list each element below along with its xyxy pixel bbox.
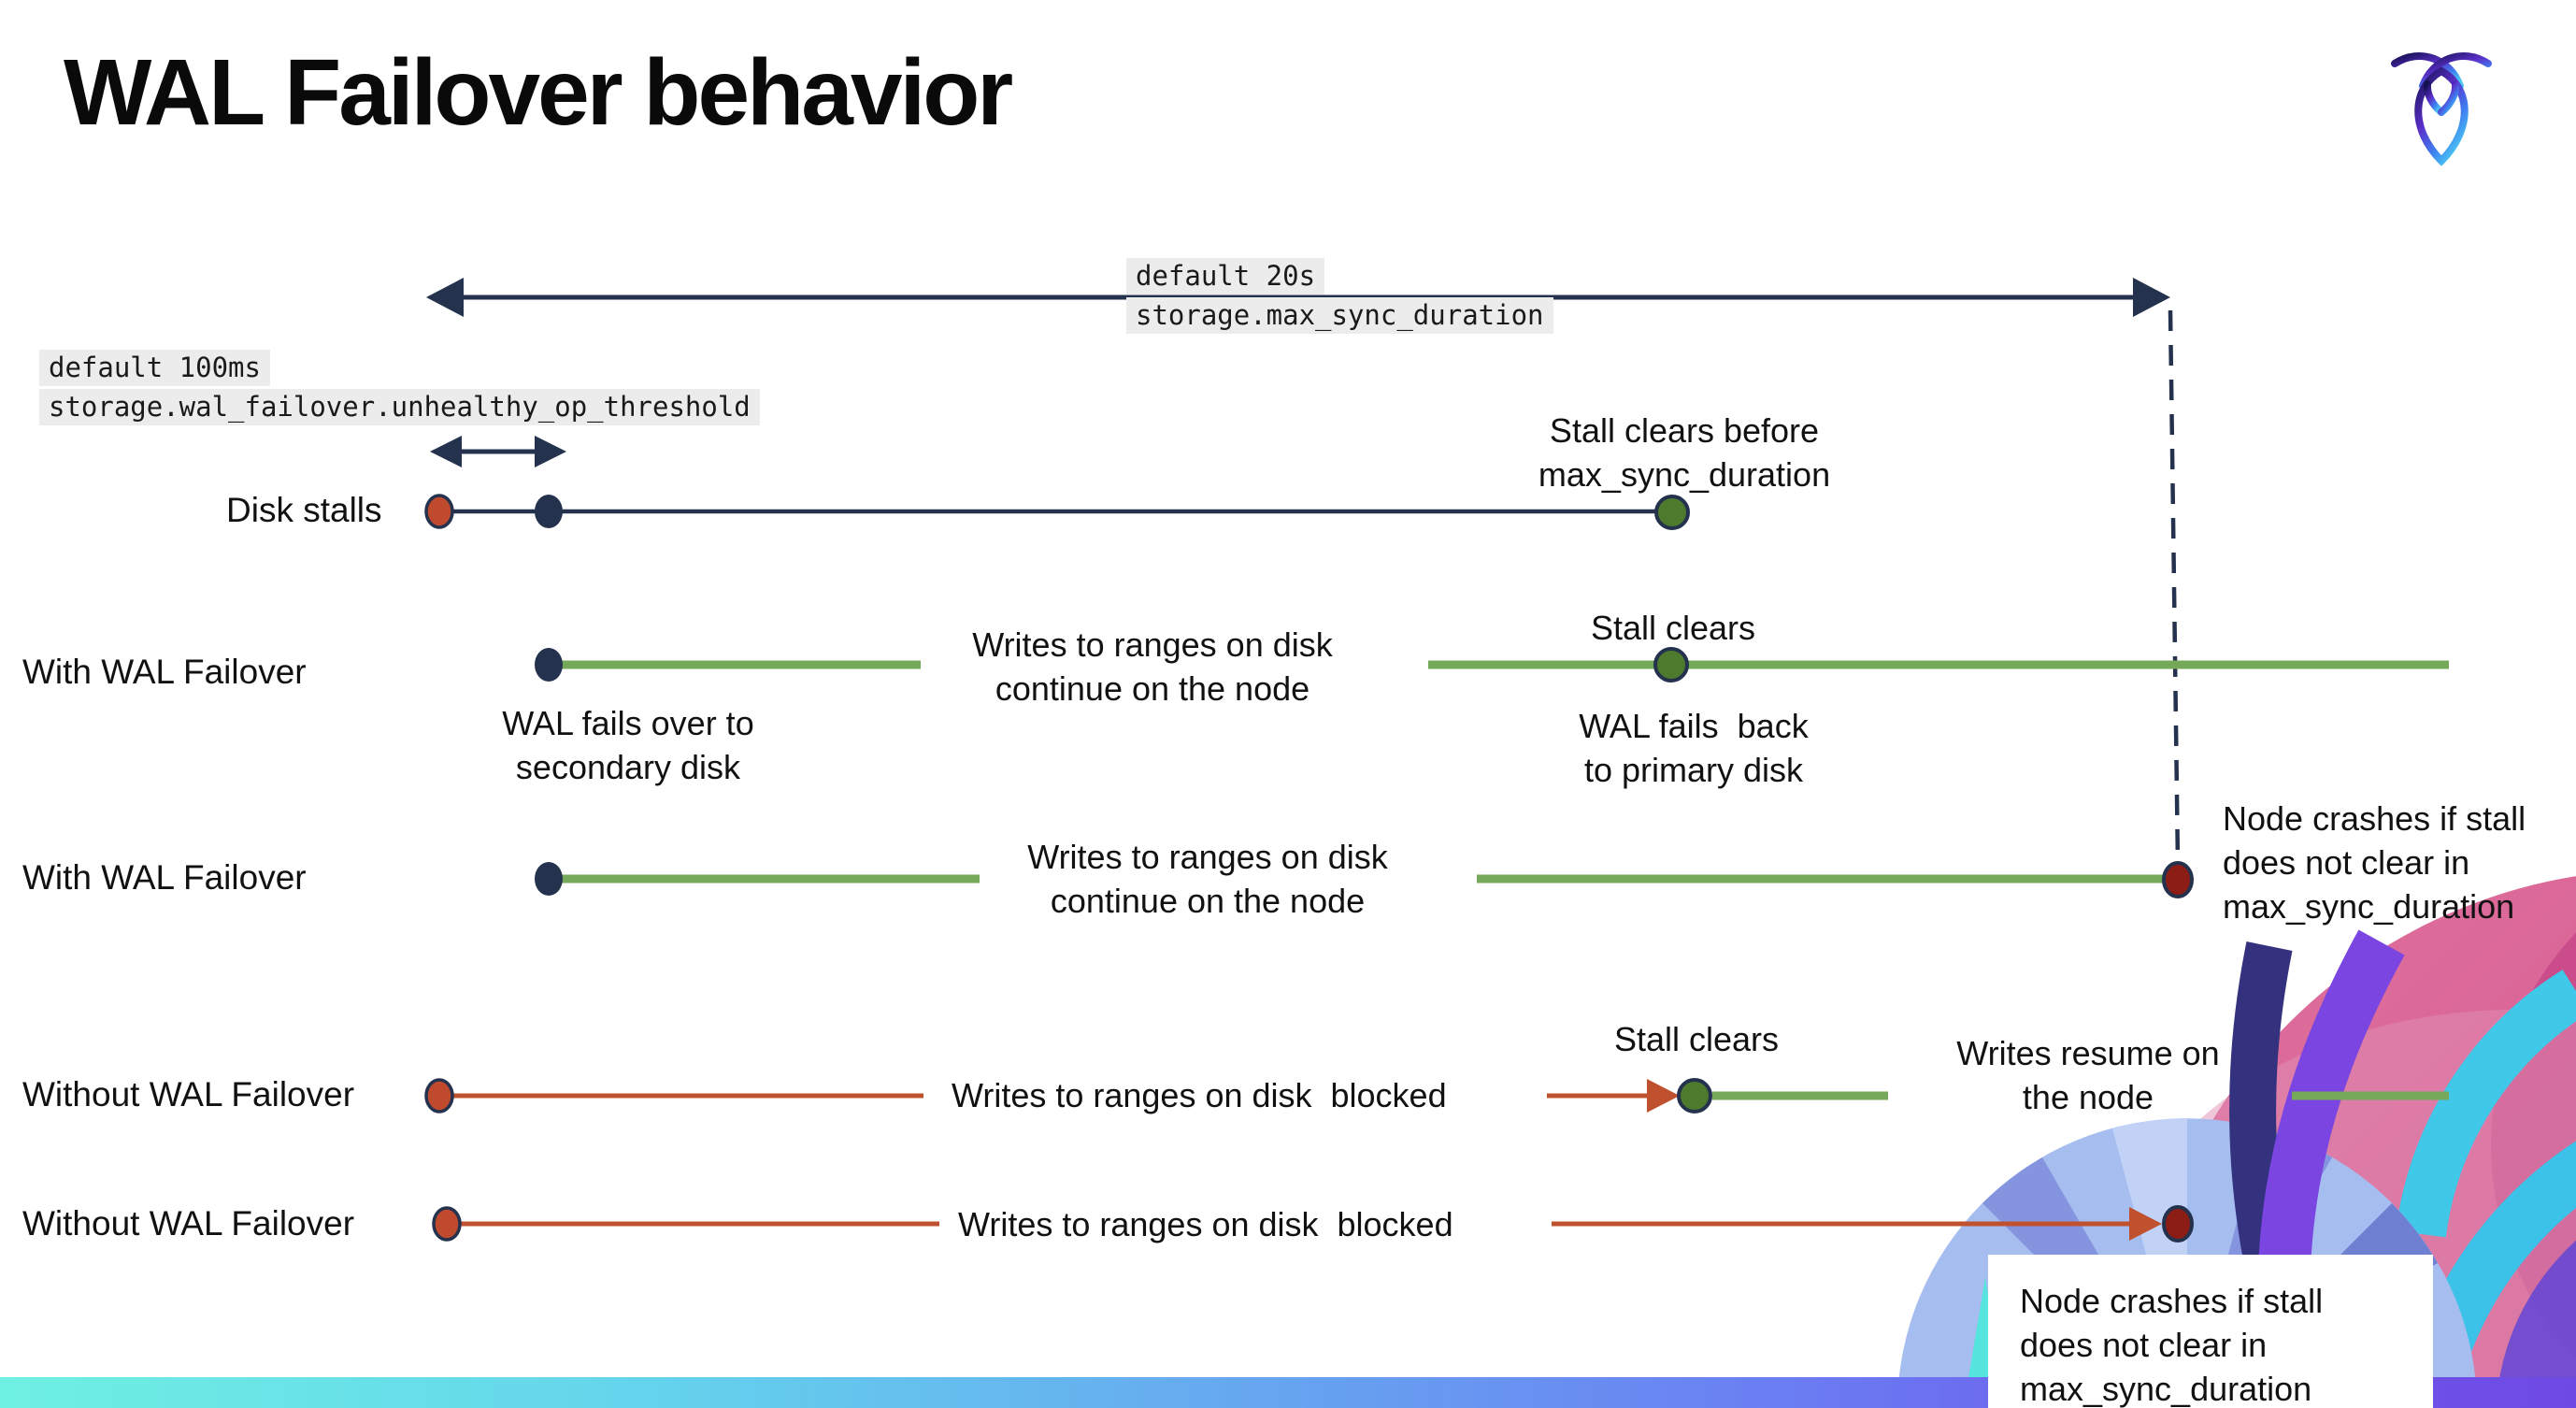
wal-fails-over-note: WAL fails over to secondary disk bbox=[502, 704, 754, 786]
node-crashes-callout-box: Node crashes if stall does not clear in … bbox=[1988, 1255, 2433, 1408]
threshold-dot bbox=[535, 495, 563, 528]
page-title: WAL Failover behavior bbox=[64, 40, 1013, 145]
row-label-without-wal-failover-2: Without WAL Failover bbox=[22, 1204, 355, 1243]
decoration-cyan-arc-upper bbox=[2396, 970, 2576, 1238]
writes-continue-note: Writes to ranges on disk continue on the… bbox=[972, 625, 1333, 708]
decoration-violet-disc bbox=[2496, 1240, 2576, 1408]
arrowhead-right bbox=[535, 436, 566, 467]
failover-dot bbox=[535, 648, 563, 682]
node-crashes-note: Node crashes if stall does not clear in … bbox=[2223, 799, 2526, 926]
config-default-value: default 20s bbox=[1126, 258, 1325, 295]
writes-blocked-note: Writes to ranges on disk blocked bbox=[958, 1205, 1453, 1243]
wal-fails-back-note: WAL fails back to primary disk bbox=[1579, 707, 1809, 789]
writes-blocked-note: Writes to ranges on disk blocked bbox=[952, 1076, 1447, 1114]
timeline-nofailover-clears bbox=[424, 1078, 2449, 1113]
config-default-value: default 100ms bbox=[39, 350, 270, 386]
arrowhead-left bbox=[430, 436, 462, 467]
timeline-failover-crash bbox=[535, 861, 2194, 898]
arrowhead-right bbox=[2133, 278, 2170, 317]
writes-continue-note: Writes to ranges on disk continue on the… bbox=[1027, 838, 1388, 920]
config-setting-name: storage.wal_failover.unhealthy_op_thresh… bbox=[39, 389, 760, 425]
stall-clears-dot bbox=[1653, 647, 1689, 682]
stall-clears-note: Stall clears bbox=[1590, 609, 1756, 647]
node-crashes-note: Node crashes if stall does not clear in … bbox=[2020, 1282, 2324, 1408]
stall-clears-note: Stall clears bbox=[1613, 1020, 1780, 1058]
cockroachdb-logo-icon bbox=[2391, 51, 2492, 166]
blocked-arrowhead bbox=[1647, 1079, 1680, 1113]
timeline-failover-clears bbox=[535, 647, 2449, 682]
row-label-with-wal-failover-1: With WAL Failover bbox=[22, 653, 307, 691]
stall-clears-dot bbox=[1677, 1078, 1712, 1113]
stall-start-dot bbox=[424, 494, 454, 529]
blocked-arrowhead bbox=[2129, 1207, 2162, 1241]
row-label-disk-stalls: Disk stalls bbox=[226, 491, 382, 529]
config-setting-name: storage.max_sync_duration bbox=[1126, 297, 1553, 334]
node-crash-dot bbox=[2162, 1205, 2194, 1243]
unhealthy-op-threshold-arrow bbox=[430, 436, 566, 467]
timeline-nofailover-crash bbox=[432, 1205, 2194, 1243]
row-label-without-wal-failover-1: Without WAL Failover bbox=[22, 1075, 355, 1113]
stall-clears-dot bbox=[1654, 495, 1690, 530]
node-crash-dot bbox=[2162, 861, 2194, 898]
stall-clears-before-note: Stall clears before max_sync_duration bbox=[1538, 411, 1831, 494]
writes-resume-note: Writes resume on the node bbox=[1956, 1034, 2220, 1116]
row-label-with-wal-failover-2: With WAL Failover bbox=[22, 858, 307, 897]
arrowhead-left bbox=[426, 278, 464, 317]
unhealthy-op-threshold-label: default 100ms storage.wal_failover.unhea… bbox=[39, 350, 760, 428]
stall-start-dot bbox=[424, 1078, 454, 1113]
failover-dot bbox=[535, 862, 563, 896]
stall-start-dot bbox=[432, 1206, 462, 1242]
timeline-disk-stalls bbox=[424, 494, 1690, 530]
max-sync-deadline-dashed-line bbox=[2168, 309, 2181, 865]
max-sync-duration-label: default 20s storage.max_sync_duration bbox=[1126, 258, 1553, 337]
